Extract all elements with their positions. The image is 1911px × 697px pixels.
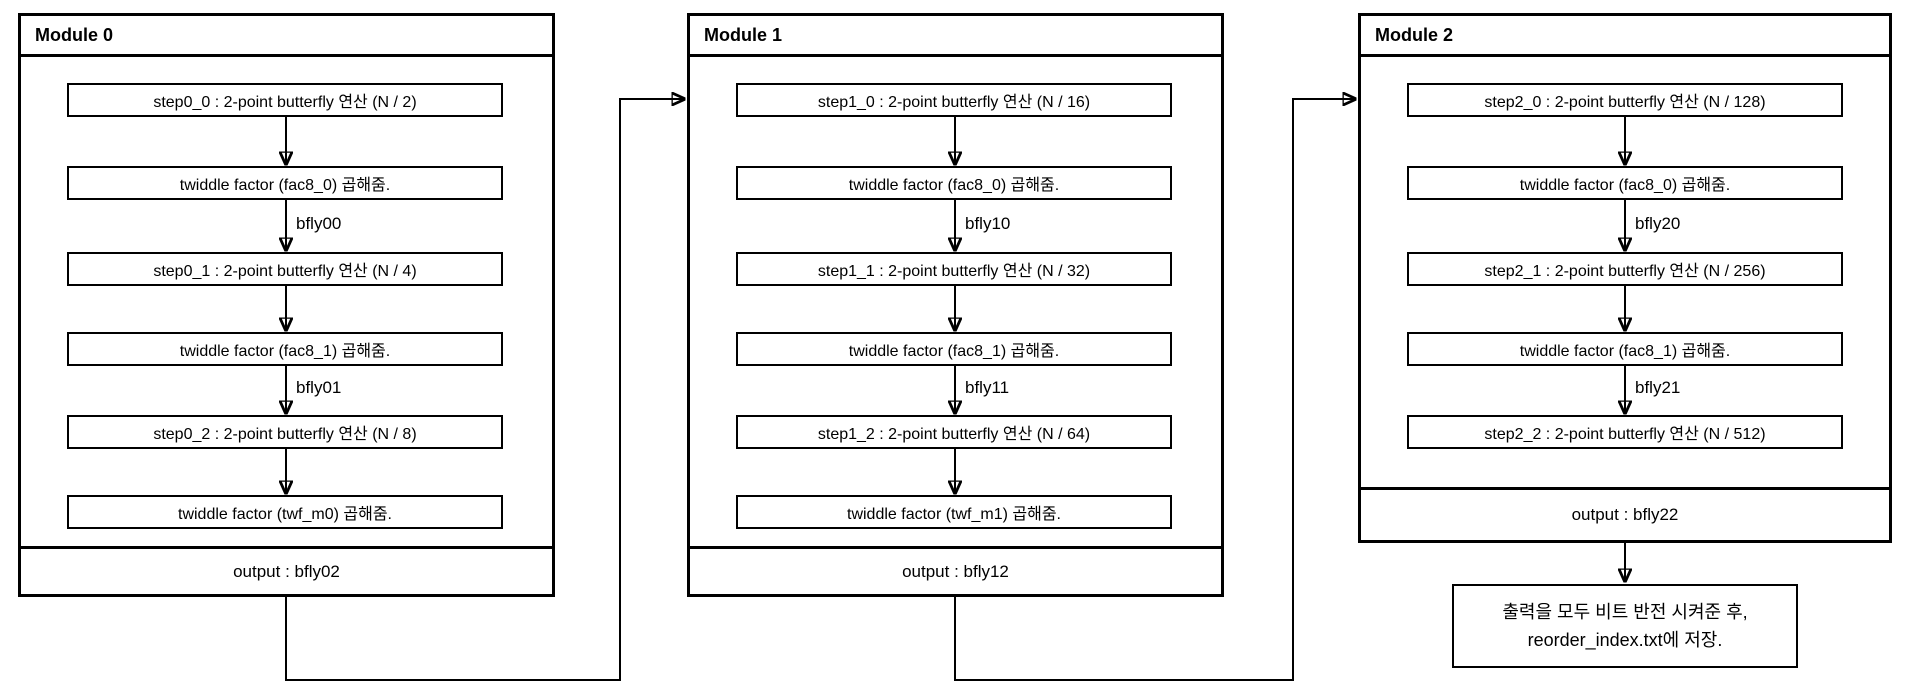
module-2-twiddle-fac8_1-box: twiddle factor (fac8_1) 곱해줌. bbox=[1407, 332, 1843, 366]
module-0-twiddle-twf_m0-box: twiddle factor (twf_m0) 곱해줌. bbox=[67, 495, 503, 529]
module-2-step2_1-box: step2_1 : 2-point butterfly 연산 (N / 256) bbox=[1407, 252, 1843, 286]
wire-label-bfly21: bfly21 bbox=[1635, 378, 1681, 397]
wire-label-bfly10: bfly10 bbox=[965, 214, 1011, 233]
module-2-step2_0-label: step2_0 : 2-point butterfly 연산 (N / 128) bbox=[1484, 94, 1766, 111]
module-1-step1_1-box: step1_1 : 2-point butterfly 연산 (N / 32) bbox=[736, 252, 1172, 286]
module-1-output-band: output : bfly12 bbox=[690, 546, 1221, 594]
wire-label-bfly01: bfly01 bbox=[296, 378, 342, 397]
module-2-title: Module 2 bbox=[1375, 24, 1454, 45]
module-2-header: Module 2 bbox=[1361, 16, 1889, 57]
bit-reverse-note-line1: 출력을 모두 비트 반전 시켜준 후, bbox=[1502, 602, 1748, 622]
module-1-output-label: output : bfly12 bbox=[902, 561, 1009, 581]
module-2-twiddle-fac8_0-box: twiddle factor (fac8_0) 곱해줌. bbox=[1407, 166, 1843, 200]
module-0-twiddle-fac8_1-box: twiddle factor (fac8_1) 곱해줌. bbox=[67, 332, 503, 366]
module-2-twiddle-fac8_1-label: twiddle factor (fac8_1) 곱해줌. bbox=[1519, 343, 1731, 360]
module-0-output-band: output : bfly02 bbox=[21, 546, 552, 594]
module-1-twiddle-fac8_0-box: twiddle factor (fac8_0) 곱해줌. bbox=[736, 166, 1172, 200]
module-1-twiddle-fac8_0-label: twiddle factor (fac8_0) 곱해줌. bbox=[848, 177, 1060, 194]
module-2: Module 2 step2_0 : 2-point butterfly 연산 … bbox=[1358, 13, 1892, 543]
module-1-twiddle-twf_m1-box: twiddle factor (twf_m1) 곱해줌. bbox=[736, 495, 1172, 529]
module-1-step1_2-label: step1_2 : 2-point butterfly 연산 (N / 64) bbox=[817, 426, 1091, 443]
wire-label-bfly20: bfly20 bbox=[1635, 214, 1681, 233]
module-1-header: Module 1 bbox=[690, 16, 1221, 57]
module-0-step0_0-box: step0_0 : 2-point butterfly 연산 (N / 2) bbox=[67, 83, 503, 117]
module-0-step0_0-label: step0_0 : 2-point butterfly 연산 (N / 2) bbox=[153, 94, 417, 111]
module-0-twiddle-fac8_0-box: twiddle factor (fac8_0) 곱해줌. bbox=[67, 166, 503, 200]
module-1-step1_0-box: step1_0 : 2-point butterfly 연산 (N / 16) bbox=[736, 83, 1172, 117]
module-0-title: Module 0 bbox=[35, 24, 114, 45]
module-0-step0_1-label: step0_1 : 2-point butterfly 연산 (N / 4) bbox=[153, 263, 417, 280]
wire-label-bfly11: bfly11 bbox=[965, 378, 1010, 397]
module-2-twiddle-fac8_0-label: twiddle factor (fac8_0) 곱해줌. bbox=[1519, 177, 1731, 194]
module-1-step1_0-label: step1_0 : 2-point butterfly 연산 (N / 16) bbox=[817, 94, 1091, 111]
bit-reverse-note-line2: reorder_index.txt에 저장. bbox=[1527, 630, 1723, 650]
module-1-twiddle-fac8_1-label: twiddle factor (fac8_1) 곱해줌. bbox=[848, 343, 1060, 360]
module-2-step2_0-box: step2_0 : 2-point butterfly 연산 (N / 128) bbox=[1407, 83, 1843, 117]
module-2-step2_2-box: step2_2 : 2-point butterfly 연산 (N / 512) bbox=[1407, 415, 1843, 449]
module-0-step0_2-box: step0_2 : 2-point butterfly 연산 (N / 8) bbox=[67, 415, 503, 449]
module-1: Module 1 step1_0 : 2-point butterfly 연산 … bbox=[687, 13, 1224, 597]
wire-label-bfly00: bfly00 bbox=[296, 214, 342, 233]
module-1-twiddle-twf_m1-label: twiddle factor (twf_m1) 곱해줌. bbox=[847, 506, 1061, 523]
module-1-title: Module 1 bbox=[704, 24, 783, 45]
module-0-header: Module 0 bbox=[21, 16, 552, 57]
module-2-step2_2-label: step2_2 : 2-point butterfly 연산 (N / 512) bbox=[1484, 426, 1766, 443]
module-1-step1_2-box: step1_2 : 2-point butterfly 연산 (N / 64) bbox=[736, 415, 1172, 449]
module-0: Module 0 step0_0 : 2-point butterfly 연산 … bbox=[18, 13, 555, 597]
module-0-step0_2-label: step0_2 : 2-point butterfly 연산 (N / 8) bbox=[153, 426, 417, 443]
module-0-twiddle-fac8_0-label: twiddle factor (fac8_0) 곱해줌. bbox=[179, 177, 391, 194]
module-0-twiddle-twf_m0-label: twiddle factor (twf_m0) 곱해줌. bbox=[178, 506, 392, 523]
module-2-output-label: output : bfly22 bbox=[1571, 505, 1679, 524]
module-0-output-label: output : bfly02 bbox=[233, 561, 340, 581]
module-0-twiddle-fac8_1-label: twiddle factor (fac8_1) 곱해줌. bbox=[179, 343, 391, 360]
module-0-step0_1-box: step0_1 : 2-point butterfly 연산 (N / 4) bbox=[67, 252, 503, 286]
module-2-output-band: output : bfly22 bbox=[1361, 487, 1889, 540]
module-1-twiddle-fac8_1-box: twiddle factor (fac8_1) 곱해줌. bbox=[736, 332, 1172, 366]
module-1-step1_1-label: step1_1 : 2-point butterfly 연산 (N / 32) bbox=[817, 263, 1091, 280]
bit-reverse-note-box: 출력을 모두 비트 반전 시켜준 후, reorder_index.txt에 저… bbox=[1452, 584, 1798, 668]
module-2-step2_1-label: step2_1 : 2-point butterfly 연산 (N / 256) bbox=[1484, 263, 1766, 280]
